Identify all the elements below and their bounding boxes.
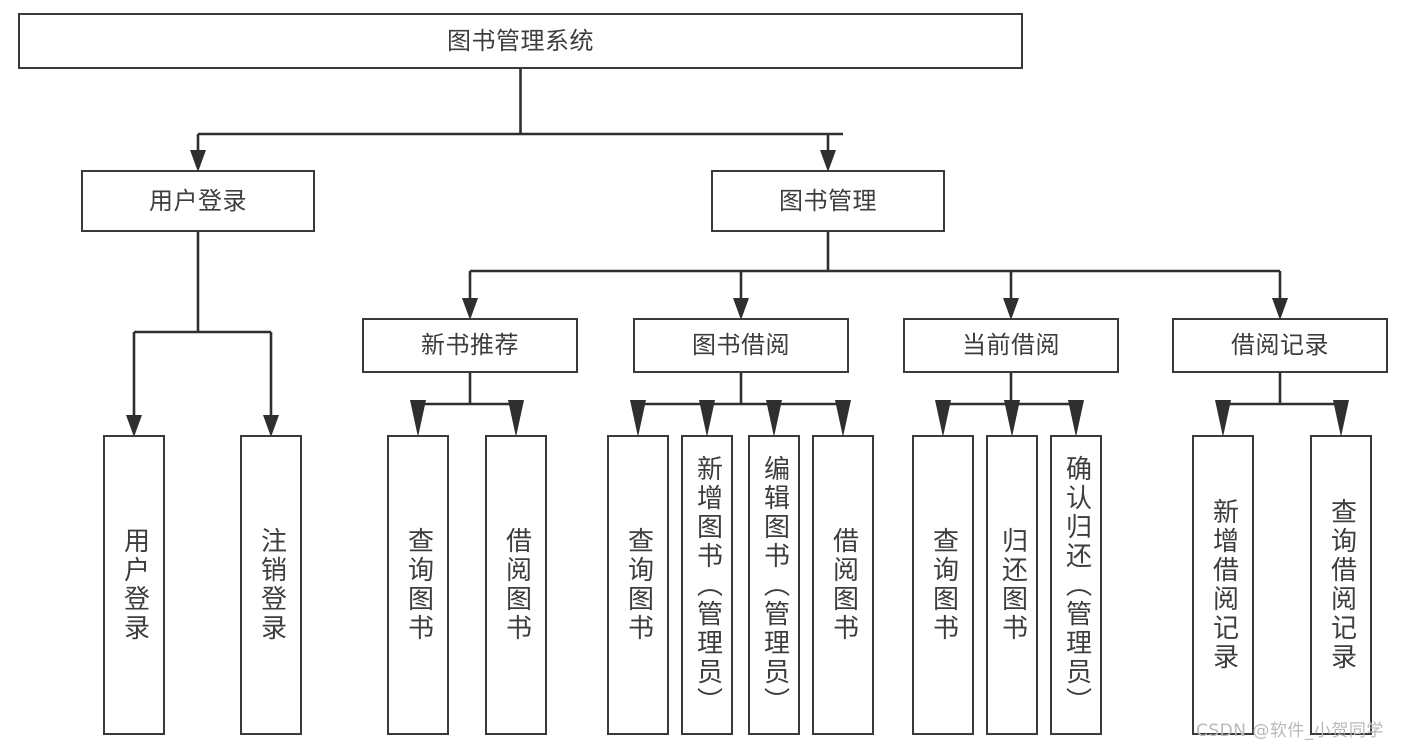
node-current-borrow-label: 当前借阅 (962, 331, 1060, 360)
node-user-login[interactable]: 用户登录 (81, 170, 315, 232)
node-leaf-query-book-rec[interactable]: 查询图书 (387, 435, 449, 735)
node-borrow-record[interactable]: 借阅记录 (1172, 318, 1388, 373)
node-root[interactable]: 图书管理系统 (18, 13, 1023, 69)
arrowhead-leaf-query-record (1333, 400, 1349, 437)
node-leaf-user-login-label: 用户登录 (119, 527, 150, 643)
arrowhead-current-borrow (1003, 298, 1019, 320)
arrowhead-leaf-return-book (1004, 400, 1020, 437)
arrowhead-leaf-add-book (699, 400, 715, 437)
arrowhead-leaf-query-book-borrow (630, 400, 646, 437)
node-leaf-add-record-label: 新增借阅记录 (1208, 498, 1239, 672)
node-leaf-return-book-label: 归还图书 (997, 527, 1028, 643)
node-leaf-add-book[interactable]: 新增图书（管理员） (681, 435, 733, 735)
node-leaf-borrow-book[interactable]: 借阅图书 (812, 435, 874, 735)
node-leaf-query-book-cur[interactable]: 查询图书 (912, 435, 974, 735)
arrowhead-leaf-borrow-book-rec (508, 400, 524, 437)
arrowhead-borrow-record (1272, 298, 1288, 320)
arrowhead-book-borrow (733, 298, 749, 320)
node-leaf-query-book-borrow[interactable]: 查询图书 (607, 435, 669, 735)
node-leaf-query-record-label: 查询借阅记录 (1326, 498, 1357, 672)
node-leaf-edit-book-label: 编辑图书（管理员） (759, 454, 790, 716)
arrowhead-leaf-confirm-return (1068, 400, 1084, 437)
arrowhead-leaf-user-login (126, 415, 142, 437)
arrowhead-leaf-logout (263, 415, 279, 437)
node-user-login-label: 用户登录 (149, 186, 247, 215)
node-root-label: 图书管理系统 (447, 26, 594, 55)
node-leaf-query-book-borrow-label: 查询图书 (623, 527, 654, 643)
node-book-manage-label: 图书管理 (779, 186, 877, 215)
node-leaf-edit-book[interactable]: 编辑图书（管理员） (748, 435, 800, 735)
node-leaf-logout[interactable]: 注销登录 (240, 435, 302, 735)
node-leaf-add-book-label: 新增图书（管理员） (692, 454, 723, 716)
node-leaf-return-book[interactable]: 归还图书 (986, 435, 1038, 735)
node-book-borrow-label: 图书借阅 (692, 331, 790, 360)
node-new-book-rec-label: 新书推荐 (421, 331, 519, 360)
node-borrow-record-label: 借阅记录 (1231, 331, 1329, 360)
arrowhead-leaf-add-record (1215, 400, 1231, 437)
node-leaf-query-book-cur-label: 查询图书 (928, 527, 959, 643)
node-leaf-user-login[interactable]: 用户登录 (103, 435, 165, 735)
node-leaf-confirm-return[interactable]: 确认归还（管理员） (1050, 435, 1102, 735)
arrowhead-leaf-query-book-rec (410, 400, 426, 437)
arrowhead-leaf-edit-book (766, 400, 782, 437)
node-leaf-borrow-book-rec-label: 借阅图书 (501, 527, 532, 643)
arrowhead-user-login (190, 150, 206, 172)
node-leaf-add-record[interactable]: 新增借阅记录 (1192, 435, 1254, 735)
node-leaf-query-record[interactable]: 查询借阅记录 (1310, 435, 1372, 735)
node-leaf-logout-label: 注销登录 (256, 527, 287, 643)
node-current-borrow[interactable]: 当前借阅 (903, 318, 1119, 373)
node-leaf-confirm-return-label: 确认归还（管理员） (1061, 454, 1092, 716)
node-book-borrow[interactable]: 图书借阅 (633, 318, 849, 373)
node-leaf-borrow-book-label: 借阅图书 (828, 527, 859, 643)
arrowhead-new-book-rec (462, 298, 478, 320)
node-book-manage[interactable]: 图书管理 (711, 170, 945, 232)
node-leaf-query-book-rec-label: 查询图书 (403, 527, 434, 643)
arrowhead-book-manage (820, 150, 836, 172)
arrowhead-leaf-query-book-cur (935, 400, 951, 437)
csdn-watermark: CSDN @软件_小贺同学 (1196, 721, 1384, 741)
node-leaf-borrow-book-rec[interactable]: 借阅图书 (485, 435, 547, 735)
node-new-book-rec[interactable]: 新书推荐 (362, 318, 578, 373)
arrowhead-leaf-borrow-book (835, 400, 851, 437)
